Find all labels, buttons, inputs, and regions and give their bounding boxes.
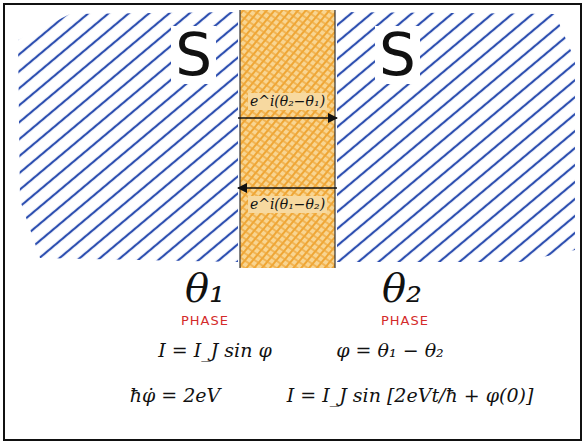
superconductor-region: S <box>337 12 575 262</box>
phase-symbol: θ₁ <box>185 266 225 310</box>
equation: ħφ̇ = 2eV <box>130 385 221 406</box>
tunneling-arrow <box>238 117 337 119</box>
region-label: S <box>375 26 420 84</box>
superconductor-hatch <box>337 12 575 262</box>
barrier-hatch <box>240 10 335 268</box>
tunneling-arrow <box>238 187 337 189</box>
edge-label: e^i(θ₂−θ₁) <box>248 93 327 110</box>
equation: I = I_J sin φ <box>158 340 272 361</box>
superconductor-hatch <box>18 12 238 262</box>
equation: φ = θ₁ − θ₂ <box>336 340 443 361</box>
phase-caption: PHASE <box>181 314 229 328</box>
region-label: S <box>171 26 216 84</box>
barrier-edge <box>239 10 240 268</box>
barrier-hatch <box>240 10 335 268</box>
phase-caption: PHASE <box>381 314 429 328</box>
equation: I = I_J sin [2eVt/ħ + φ(0)] <box>287 385 534 406</box>
edge-label: e^i(θ₁−θ₂) <box>248 196 327 213</box>
barrier-fill <box>240 10 335 268</box>
superconductor-region: S <box>18 12 238 262</box>
phase-symbol: θ₂ <box>382 266 422 310</box>
barrier-edge <box>334 10 335 268</box>
